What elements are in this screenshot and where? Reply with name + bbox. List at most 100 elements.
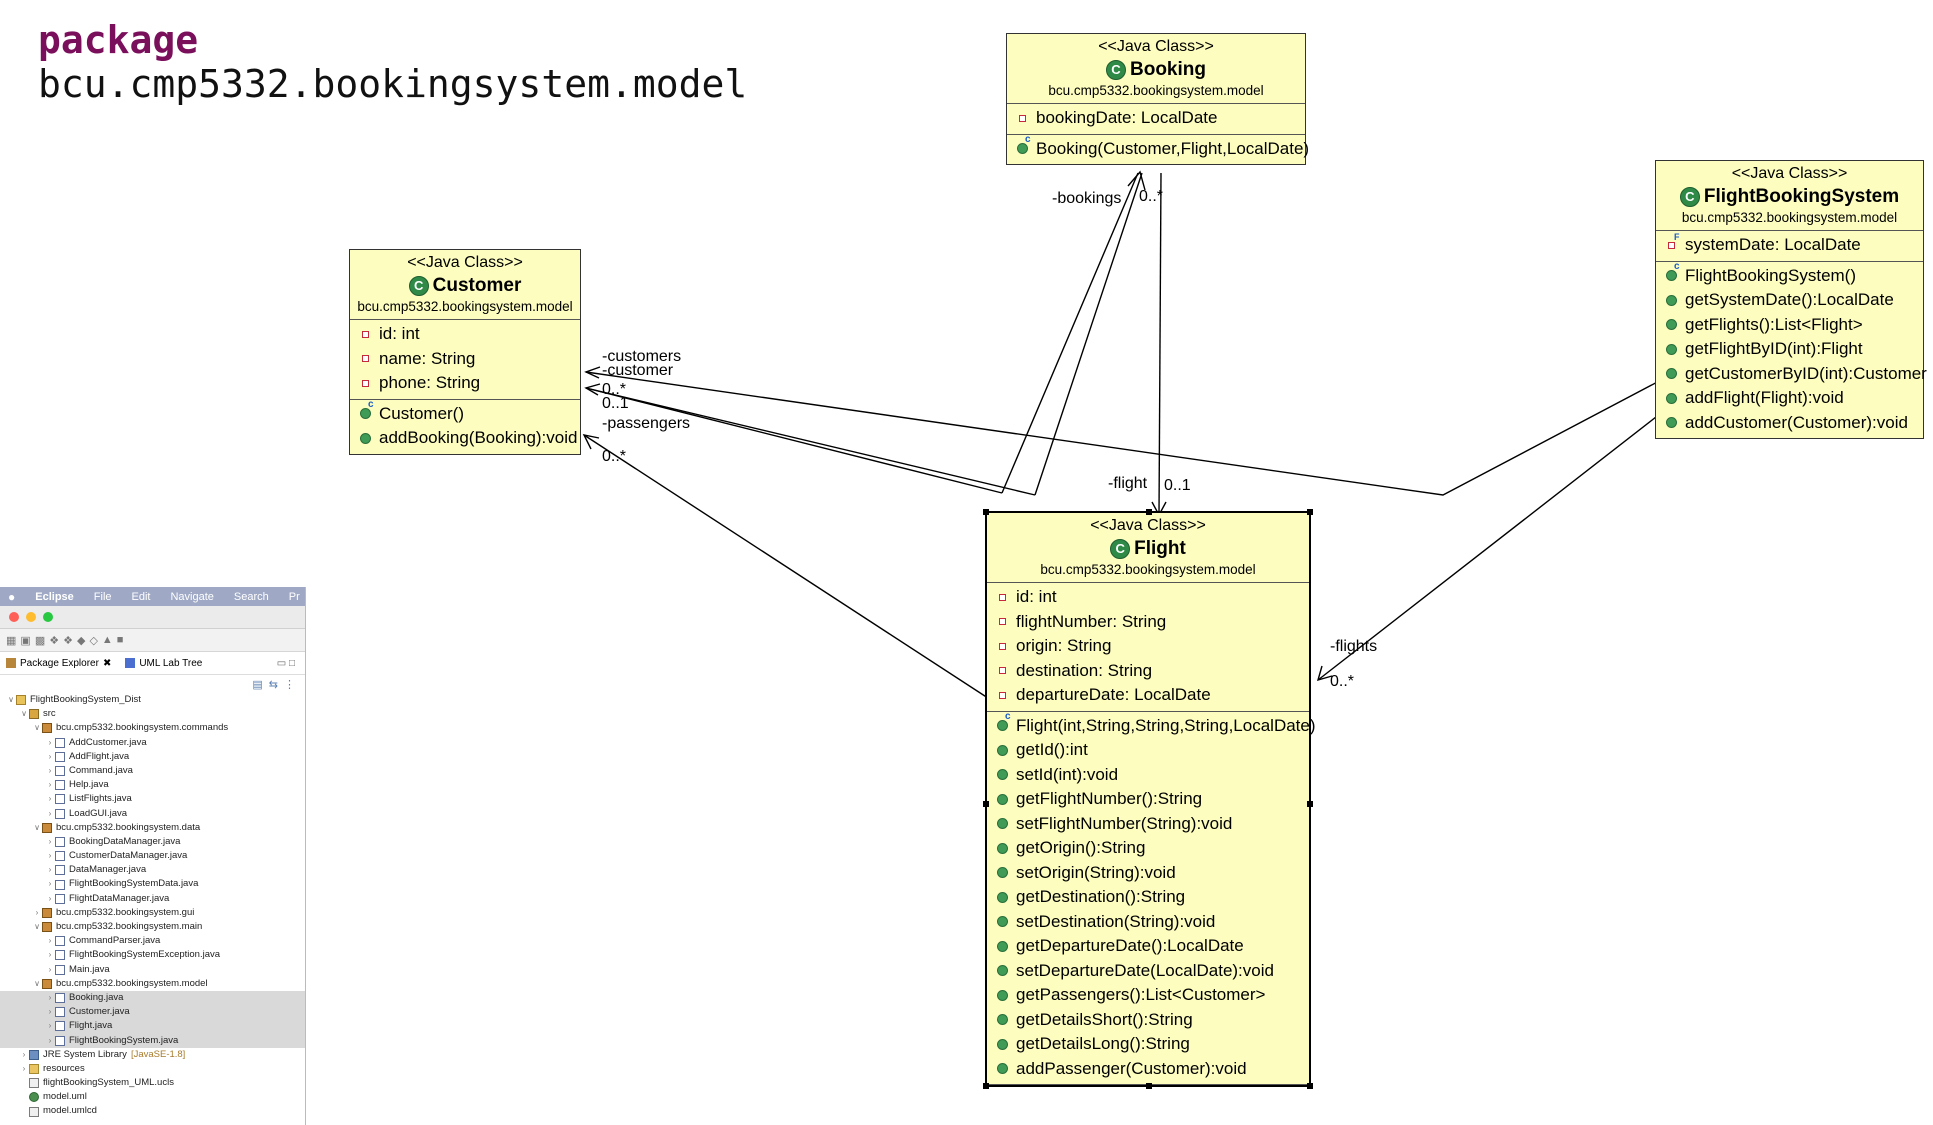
- tree-item[interactable]: ∨src: [0, 707, 305, 721]
- toolbar-icon[interactable]: ◇: [89, 634, 98, 647]
- tree-item[interactable]: ›FlightBookingSystemData.java: [0, 877, 305, 891]
- method-row[interactable]: Booking(Customer,Flight,LocalDate): [1007, 135, 1309, 162]
- method-row[interactable]: addCustomer(Customer):void: [1656, 411, 1923, 436]
- chevron-right-icon[interactable]: ›: [48, 794, 52, 804]
- chevron-down-icon[interactable]: ∨: [34, 922, 40, 931]
- tree-item[interactable]: ›Main.java: [0, 963, 305, 977]
- chevron-right-icon[interactable]: ›: [48, 865, 52, 875]
- link-editor-icon[interactable]: ⇆: [268, 678, 278, 691]
- tree-item[interactable]: flightBookingSystem_UML.ucls: [0, 1076, 305, 1090]
- resize-handle[interactable]: [1146, 1083, 1152, 1089]
- toolbar-icon[interactable]: ❖: [49, 634, 60, 647]
- close-tab-icon[interactable]: ✖: [102, 657, 112, 669]
- close-window-button[interactable]: [9, 612, 19, 622]
- toolbar-icon[interactable]: ◆: [76, 634, 86, 647]
- field-row[interactable]: flightNumber: String: [987, 610, 1309, 635]
- field-row[interactable]: phone: String: [350, 371, 580, 396]
- method-row[interactable]: getDepartureDate():LocalDate: [987, 934, 1309, 959]
- minimize-window-button[interactable]: [26, 612, 36, 622]
- tab-package-explorer[interactable]: Package Explorer ✖: [6, 658, 111, 669]
- chevron-right-icon[interactable]: ›: [48, 780, 52, 790]
- method-row[interactable]: setDestination(String):void: [987, 910, 1309, 935]
- chevron-right-icon[interactable]: ›: [48, 950, 52, 960]
- tab-uml-lab-tree[interactable]: UML Lab Tree: [125, 658, 202, 669]
- method-row[interactable]: getCustomerByID(int):Customer: [1656, 362, 1927, 387]
- method-row[interactable]: getFlightNumber():String: [987, 787, 1309, 812]
- tree-item[interactable]: ›AddFlight.java: [0, 750, 305, 764]
- chevron-right-icon[interactable]: ›: [48, 964, 52, 974]
- view-menu-icon[interactable]: ⋮: [284, 678, 295, 691]
- tree-item[interactable]: ›BookingDataManager.java: [0, 835, 305, 849]
- field-row[interactable]: bookingDate: LocalDate: [1007, 106, 1305, 131]
- tree-item[interactable]: ›DataManager.java: [0, 863, 305, 877]
- chevron-right-icon[interactable]: ›: [48, 751, 52, 761]
- chevron-down-icon[interactable]: ∨: [34, 822, 40, 832]
- chevron-down-icon[interactable]: ∨: [34, 723, 40, 733]
- method-row[interactable]: getSystemDate():LocalDate: [1656, 288, 1923, 313]
- method-row[interactable]: getFlightByID(int):Flight: [1656, 337, 1923, 362]
- tree-item[interactable]: ›Help.java: [0, 778, 305, 792]
- method-row[interactable]: setFlightNumber(String):void: [987, 812, 1309, 837]
- chevron-right-icon[interactable]: ›: [48, 1035, 52, 1045]
- tree-item[interactable]: ›resources: [0, 1062, 305, 1076]
- method-row[interactable]: getId():int: [987, 738, 1309, 763]
- tree-item[interactable]: model.umlcd: [0, 1104, 305, 1118]
- chevron-right-icon[interactable]: ›: [48, 879, 52, 889]
- menu-edit[interactable]: Edit: [131, 590, 151, 603]
- new-icon[interactable]: ▦: [6, 634, 17, 647]
- tree-item[interactable]: ∨bcu.cmp5332.bookingsystem.commands: [0, 721, 305, 735]
- chevron-right-icon[interactable]: ›: [22, 1063, 26, 1073]
- tree-item[interactable]: ›ListFlights.java: [0, 792, 305, 806]
- maximize-window-button[interactable]: [43, 612, 53, 622]
- method-row[interactable]: getDetailsLong():String: [987, 1032, 1309, 1057]
- field-row[interactable]: id: int: [350, 322, 580, 347]
- field-row[interactable]: destination: String: [987, 659, 1309, 684]
- resize-handle[interactable]: [1307, 801, 1313, 807]
- tree-item[interactable]: ›Flight.java: [0, 1019, 305, 1034]
- tree-item[interactable]: model.uml: [0, 1090, 305, 1104]
- method-row[interactable]: Flight(int,String,String,String,LocalDat…: [987, 712, 1316, 739]
- menu-file[interactable]: File: [93, 590, 112, 603]
- field-row[interactable]: origin: String: [987, 634, 1309, 659]
- resize-handle[interactable]: [983, 1083, 989, 1089]
- chevron-right-icon[interactable]: ›: [48, 1021, 52, 1031]
- chevron-right-icon[interactable]: ›: [35, 907, 39, 917]
- resize-handle[interactable]: [1307, 509, 1313, 515]
- field-row[interactable]: id: int: [987, 585, 1309, 610]
- tree-item[interactable]: ›Customer.java: [0, 1005, 305, 1020]
- tree-item[interactable]: ∨bcu.cmp5332.bookingsystem.data: [0, 821, 305, 835]
- method-row[interactable]: getDestination():String: [987, 885, 1309, 910]
- field-row[interactable]: departureDate: LocalDate: [987, 683, 1309, 708]
- chevron-right-icon[interactable]: ›: [48, 836, 52, 846]
- chevron-right-icon[interactable]: ›: [48, 1007, 52, 1017]
- method-row[interactable]: addBooking(Booking):void: [350, 426, 580, 451]
- save-all-icon[interactable]: ▩: [34, 634, 46, 647]
- save-icon[interactable]: ▣: [20, 634, 31, 647]
- method-row[interactable]: getOrigin():String: [987, 836, 1309, 861]
- chevron-right-icon[interactable]: ›: [48, 851, 52, 861]
- menu-project[interactable]: Pr: [288, 590, 300, 603]
- apple-icon[interactable]: ●: [8, 589, 16, 604]
- tree-item[interactable]: ›CommandParser.java: [0, 934, 305, 948]
- menu-eclipse[interactable]: Eclipse: [35, 590, 74, 603]
- chevron-right-icon[interactable]: ›: [48, 737, 52, 747]
- collapse-all-icon[interactable]: ▤: [252, 678, 263, 691]
- method-row[interactable]: addPassenger(Customer):void: [987, 1057, 1309, 1082]
- chevron-down-icon[interactable]: ∨: [21, 709, 27, 719]
- tree-item[interactable]: ›Command.java: [0, 764, 305, 778]
- method-row[interactable]: getPassengers():List<Customer>: [987, 983, 1309, 1008]
- tree-item[interactable]: ›FlightBookingSystem.java: [0, 1033, 305, 1048]
- method-row[interactable]: addFlight(Flight):void: [1656, 386, 1923, 411]
- chevron-right-icon[interactable]: ›: [48, 893, 52, 903]
- chevron-right-icon[interactable]: ›: [48, 765, 52, 775]
- toolbar-icon[interactable]: ▲: [101, 634, 113, 646]
- minimize-maximize-icon[interactable]: ▭ □: [276, 657, 295, 669]
- tree-item[interactable]: ›Booking.java: [0, 990, 305, 1006]
- resize-handle[interactable]: [1307, 1083, 1313, 1089]
- tree-item[interactable]: ›AddCustomer.java: [0, 736, 305, 750]
- tree-item[interactable]: ∨bcu.cmp5332.bookingsystem.model: [0, 977, 305, 991]
- menu-search[interactable]: Search: [233, 590, 269, 603]
- toolbar-icon[interactable]: ❖: [63, 634, 73, 647]
